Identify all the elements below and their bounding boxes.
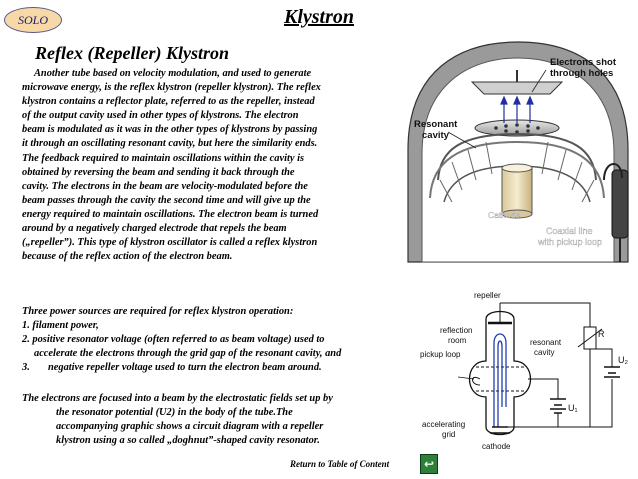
u-turn-arrow-icon[interactable]: ↩ [420, 454, 438, 474]
return-to-toc-link[interactable]: Return to Table of Content [290, 459, 390, 469]
paragraph-line: beam passes through the cavity the secon… [22, 194, 311, 206]
paragraph-line: it through an oscillating resonant cavit… [22, 138, 318, 150]
label-accelerating: accelerating [422, 420, 465, 429]
list-item: 2. positive resonator voltage (often ref… [22, 334, 325, 346]
label-r: R [598, 329, 605, 339]
label-u2: U₂ [618, 355, 628, 365]
paragraph-line: around by a negatively charged electrode… [22, 223, 287, 235]
label-u1: U₁ [568, 403, 578, 413]
power-sources-list: Three power sources are required for ref… [22, 305, 422, 375]
list-item: 3. negative repeller voltage used to turn… [22, 361, 422, 375]
page-title: Klystron [283, 6, 355, 28]
label-resonant: resonant [530, 338, 562, 347]
klystron-circuit-diagram: repeller reflection room pickup loop res… [420, 291, 628, 451]
electron-paths [500, 95, 534, 123]
label-cavity: cavity [422, 130, 450, 141]
paragraph-line: The feedback required to maintain oscill… [22, 152, 304, 164]
klystron-cutaway-illustration: Electrons shot through holes Resonant ca… [407, 41, 629, 263]
label-pickup-loop: with pickup loop [537, 237, 602, 247]
list-number: 3. [22, 362, 30, 374]
paragraph-line: beam is modulated as it was in the other… [22, 124, 318, 136]
paragraph-line: the resonator potential (U2) in the body… [56, 407, 293, 419]
paragraph-line: klystron using a so called „doghnut”-sha… [56, 435, 320, 447]
label-room: room [448, 336, 467, 345]
list-item-continuation: accelerate the electrons through the gri… [34, 348, 342, 360]
label-cathode: cathode [482, 442, 511, 451]
intro-paragraph: Another tube based on velocity modulatio… [22, 67, 412, 264]
paragraph-line: cavity. The electrons in the beam are ve… [22, 180, 308, 192]
solo-badge[interactable]: SOLO [4, 7, 62, 33]
paragraph-line: Another tube based on velocity modulatio… [34, 68, 312, 79]
label-coaxial-line: Coaxial line [546, 226, 593, 236]
paragraph-line: because of the reflex action of the elec… [22, 251, 233, 263]
label-electrons-shot: Electrons shot [550, 57, 617, 68]
paragraph-line: The electrons are focused into a beam by… [22, 393, 333, 404]
battery-u2 [604, 366, 620, 378]
beam-lines [493, 333, 507, 427]
section-subtitle: Reflex (Repeller) Klystron [35, 43, 229, 63]
list-item: 1. filament power, [22, 320, 99, 332]
label-through-holes: through holes [550, 68, 613, 79]
label-grid: grid [442, 430, 455, 439]
paragraph-line: energy required to maintain oscillations… [22, 208, 319, 220]
label-resonant: Resonant [414, 119, 458, 130]
list-intro: Three power sources are required for ref… [22, 306, 294, 317]
tube-outline [469, 310, 531, 436]
label-cavity: cavity [534, 348, 554, 357]
repeller-plate [470, 81, 564, 95]
label-reflection: reflection [440, 326, 472, 335]
list-text: negative repeller voltage used to turn t… [48, 362, 322, 374]
battery-u1 [550, 398, 566, 414]
label-pickup-loop: pickup loop [420, 350, 461, 359]
paragraph-line: microwave energy, is the reflex klystron… [22, 82, 321, 94]
paragraph-line: of the output cavity used in other types… [22, 110, 299, 122]
paragraph-line: klystron contains a reflector plate, ref… [22, 96, 315, 108]
paragraph-line: obtained by reversing the beam and sendi… [22, 166, 295, 178]
paragraph-line: („repeller”). This type of klystron osci… [22, 237, 318, 249]
cathode-cylinder [501, 167, 533, 215]
coaxial-line [611, 169, 629, 239]
paragraph-line: accompanying graphic shows a circuit dia… [56, 421, 324, 433]
focus-paragraph: The electrons are focused into a beam by… [22, 392, 422, 448]
label-repeller: repeller [474, 291, 501, 300]
label-cathode: Cathode [488, 210, 520, 220]
